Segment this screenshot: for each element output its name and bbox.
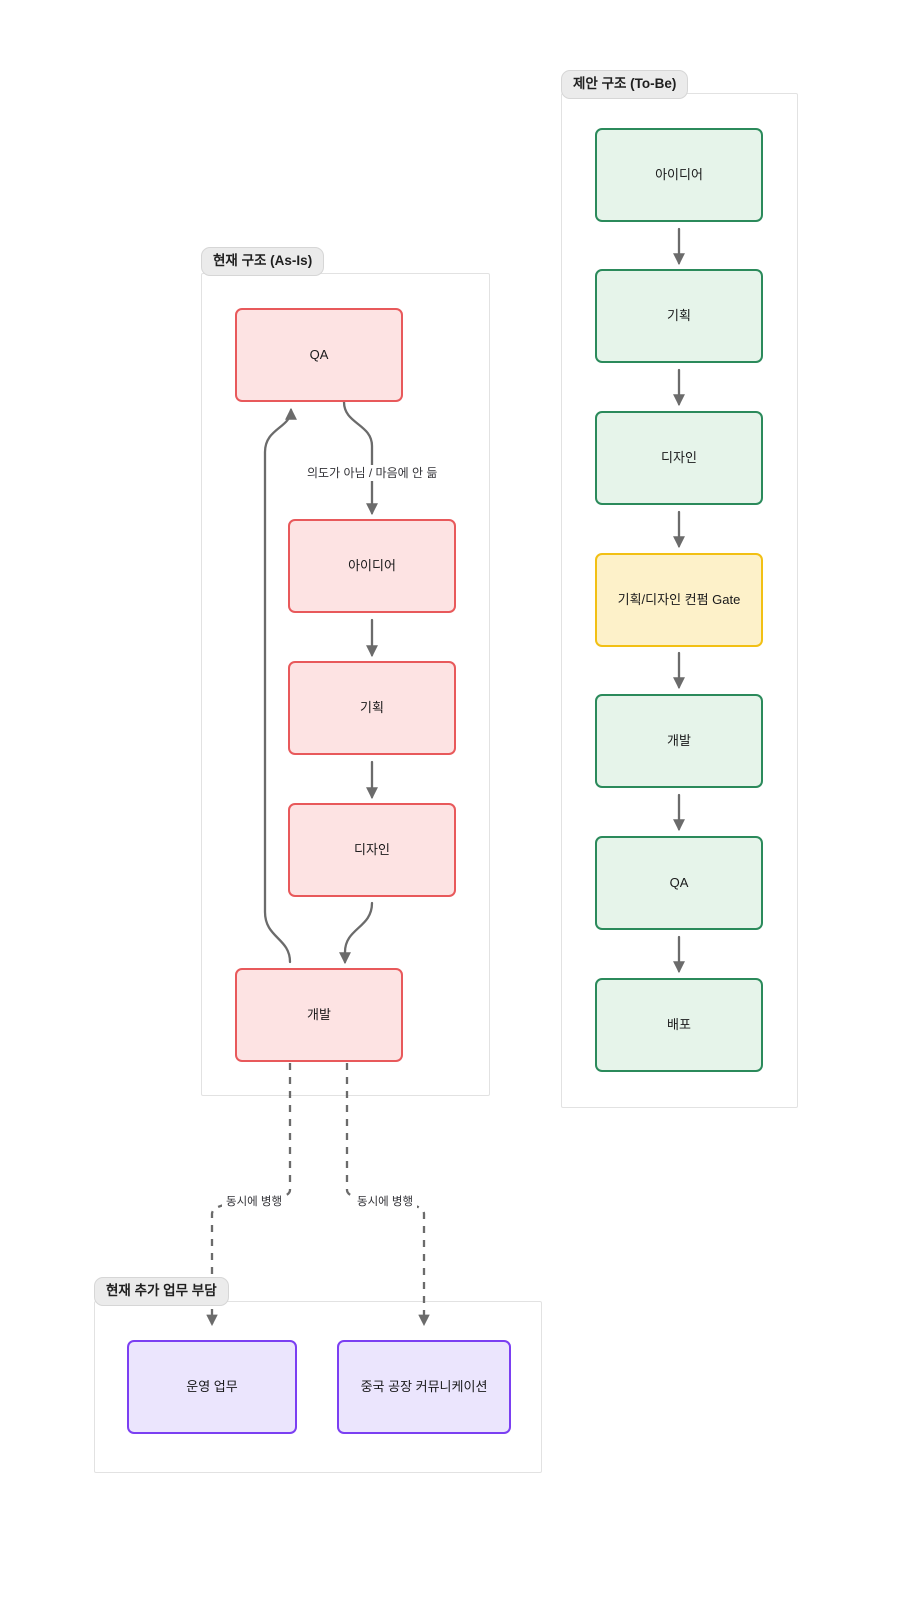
node-asis-dev-label: 개발 <box>307 1007 331 1023</box>
node-burden-ops[interactable]: 운영 업무 <box>127 1340 297 1434</box>
node-asis-qa-label: QA <box>309 347 329 363</box>
node-asis-qa[interactable]: QA <box>235 308 403 402</box>
node-burden-china[interactable]: 중국 공장 커뮤니케이션 <box>337 1340 511 1434</box>
node-tobe-deploy[interactable]: 배포 <box>595 978 763 1072</box>
node-asis-design-label: 디자인 <box>354 842 390 858</box>
node-asis-design[interactable]: 디자인 <box>288 803 456 897</box>
node-tobe-gate[interactable]: 기획/디자인 컨펌 Gate <box>595 553 763 647</box>
edge-dev-to-china <box>345 1063 430 1327</box>
node-burden-ops-label: 운영 업무 <box>186 1379 238 1395</box>
node-tobe-qa-label: QA <box>669 875 689 891</box>
subgraph-as-is-label: 현재 구조 (As-Is) <box>201 247 325 276</box>
node-tobe-dev-label: 개발 <box>667 733 691 749</box>
subgraph-to-be-label: 제안 구조 (To-Be) <box>561 70 689 99</box>
node-tobe-plan[interactable]: 기획 <box>595 269 763 363</box>
node-tobe-design-label: 디자인 <box>661 450 697 466</box>
edge-label-parallel-left: 동시에 병행 <box>222 1195 287 1211</box>
node-tobe-idea-label: 아이디어 <box>655 167 703 183</box>
node-tobe-design[interactable]: 디자인 <box>595 411 763 505</box>
subgraph-burden-label: 현재 추가 업무 부담 <box>94 1277 229 1306</box>
node-tobe-idea[interactable]: 아이디어 <box>595 128 763 222</box>
node-asis-dev[interactable]: 개발 <box>235 968 403 1062</box>
edge-label-rework: 의도가 아님 / 마음에 안 듦 <box>303 465 442 481</box>
node-tobe-plan-label: 기획 <box>667 308 691 324</box>
node-asis-plan-label: 기획 <box>360 700 384 716</box>
node-asis-idea-label: 아이디어 <box>348 558 396 574</box>
node-tobe-deploy-label: 배포 <box>667 1017 691 1033</box>
node-burden-china-label: 중국 공장 커뮤니케이션 <box>360 1379 488 1395</box>
node-tobe-dev[interactable]: 개발 <box>595 694 763 788</box>
node-asis-idea[interactable]: 아이디어 <box>288 519 456 613</box>
node-asis-plan[interactable]: 기획 <box>288 661 456 755</box>
node-tobe-qa[interactable]: QA <box>595 836 763 930</box>
edge-label-parallel-right: 동시에 병행 <box>353 1195 418 1211</box>
node-tobe-gate-label: 기획/디자인 컨펌 Gate <box>617 592 741 608</box>
